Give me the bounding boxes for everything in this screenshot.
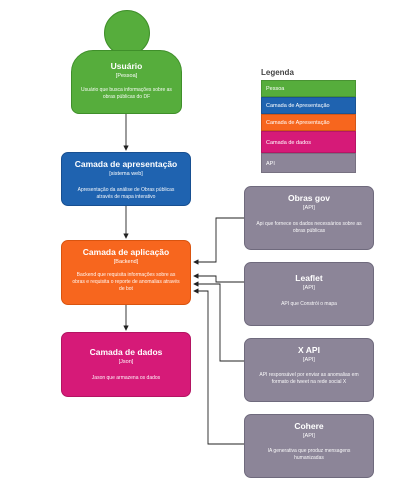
- node-description: Api que fornece os dados necessários sob…: [256, 221, 362, 234]
- node-type: [API]: [303, 357, 315, 363]
- node-cohere: Cohere [API] IA generativa que produz me…: [244, 414, 374, 478]
- legend-item-dados: Camada de dados: [261, 131, 356, 153]
- node-title: Camada de aplicação: [82, 247, 170, 257]
- node-title: Camada de apresentação: [74, 159, 178, 169]
- node-apresentacao: Camada de apresentação [sistema web] Apr…: [61, 152, 191, 206]
- node-aplicacao: Camada de aplicação [Backend] Backend qu…: [61, 240, 191, 305]
- node-title: Cohere: [294, 421, 324, 431]
- node-usuario: Usuário [Pessoa] Usuário que busca infor…: [71, 50, 182, 114]
- arrow-obrasgov-to-aplicacao: [193, 217, 244, 265]
- node-description: Jason que armazena os dados: [91, 375, 161, 381]
- arrow-xapi-to-aplicacao: [193, 281, 244, 362]
- node-type: [API]: [303, 285, 315, 291]
- node-description: API que Constrói o mapa: [281, 301, 337, 307]
- legend-item-pessoa: Pessoa: [261, 80, 356, 97]
- node-type: [API]: [303, 205, 315, 211]
- person-head-shape: [104, 10, 150, 56]
- legend-item-apresentacao: Camada de Apresentação: [261, 97, 356, 114]
- node-description: API responsável por enviar as anomalias …: [259, 372, 359, 385]
- node-title: Camada de dados: [89, 347, 163, 357]
- legend-title: Legenda: [261, 68, 294, 77]
- node-description: Usuário que busca informações sobre as o…: [81, 87, 172, 100]
- legend-item-api: API: [261, 153, 356, 173]
- node-title: X API: [298, 345, 320, 355]
- node-xapi: X API [API] API responsável por enviar a…: [244, 338, 374, 402]
- node-description: Backend que requisita informações sobre …: [72, 272, 180, 292]
- node-type: [API]: [303, 433, 315, 439]
- node-title: Leaflet: [295, 273, 323, 283]
- node-leaflet: Leaflet [API] API que Constrói o mapa: [244, 262, 374, 326]
- node-type: [Pessoa]: [115, 73, 138, 79]
- legend: Legenda Pessoa Camada de Apresentação Ca…: [261, 68, 356, 173]
- node-type: [Backend]: [113, 259, 139, 265]
- node-title: Obras gov: [287, 193, 331, 203]
- arrow-leaflet-to-aplicacao: [193, 273, 244, 283]
- arrow-cohere-to-aplicacao: [193, 288, 244, 445]
- node-description: IA generativa que produz mensagens human…: [267, 448, 351, 461]
- node-obrasgov: Obras gov [API] Api que fornece os dados…: [244, 186, 374, 250]
- legend-item-aplicacao: Camada de Apresentação: [261, 114, 356, 131]
- node-title: Usuário: [110, 61, 143, 71]
- node-type: [Json]: [118, 359, 134, 365]
- node-dados: Camada de dados [Json] Jason que armazen…: [61, 332, 191, 397]
- node-type: [sistema web]: [109, 171, 143, 177]
- node-description: Apresentação da análise de Obras pública…: [77, 187, 175, 200]
